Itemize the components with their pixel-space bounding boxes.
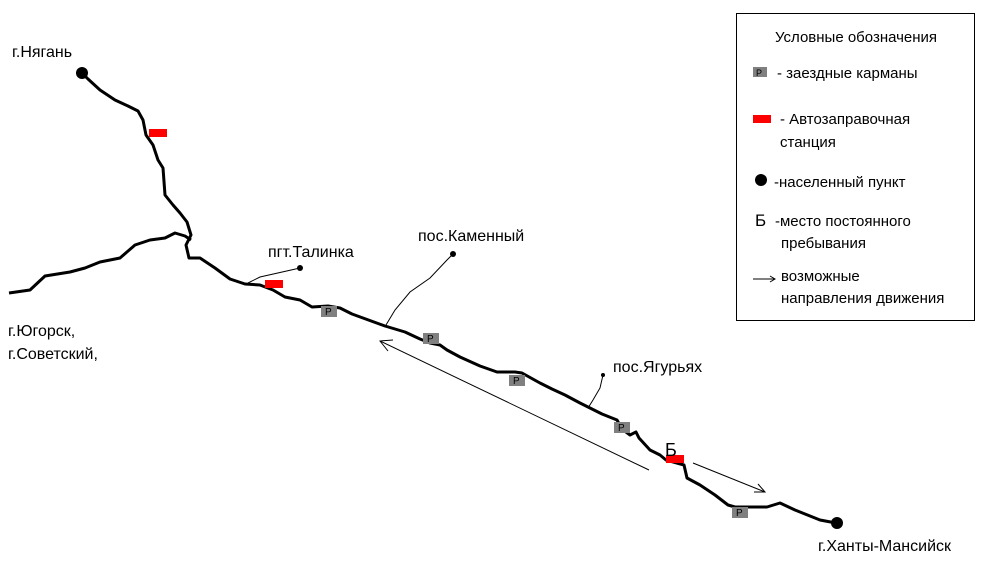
svg-text:P: P [513,376,520,387]
legend-gas-label-2: станция [780,134,836,151]
legend-parking-label: - заездные карманы [777,65,918,82]
svg-text:P: P [756,68,762,78]
legend-direction-label: возможные [781,268,860,285]
svg-text:P: P [427,334,434,345]
legend-base-label-2: пребывания [781,235,866,252]
legend-direction-label-2: направления движения [781,290,944,307]
parking-marker: P [732,507,748,519]
direction-arrow-west [379,339,650,471]
settlement-dot-yagurjakh [601,373,605,377]
base-marker: Б [665,440,677,460]
legend-arrow-icon [753,275,776,283]
direction-arrow-east [692,462,767,493]
road-to-kamenny [385,253,454,326]
gas-station-marker [666,455,684,463]
legend-base-icon: Б [755,211,766,230]
legend: Условные обозначения P - заездные карман… [736,13,975,321]
svg-text:P: P [325,307,332,318]
label-yugorsk: г.Югорск, [8,323,75,340]
road-to-yugorsk [8,231,192,295]
parking-marker: P [509,375,525,387]
legend-parking-icon [753,67,767,77]
label-yagurjakh: пос.Ягурьях [613,359,702,376]
svg-text:P: P [618,423,625,434]
legend-gas-icon [753,115,771,123]
settlement-dot-khanty [831,517,843,529]
parking-marker: P [321,306,337,318]
label-sovetsky: г.Советский, [8,346,98,363]
svg-text:P: P [736,508,743,519]
label-kamenny: пос.Каменный [418,228,524,245]
main-road [80,71,837,525]
legend-settlement-label: -населенный пункт [774,174,906,191]
road-to-yagurjakh [587,374,604,409]
legend-settlement-icon [755,174,767,186]
legend-gas-label: - Автозаправочная [780,111,910,128]
label-khanty-mansiysk: г.Ханты-Мансийск [818,538,952,555]
legend-base-label: -место постоянного [775,213,911,230]
label-nyagan: г.Нягань [12,44,72,61]
settlement-dot-nyagan [76,67,88,79]
parking-marker: P [423,333,439,345]
road-to-talinka [247,267,301,284]
settlement-dot-kamenny [450,251,456,257]
gas-station-marker [265,280,283,288]
parking-marker: P [614,422,630,434]
legend-title: Условные обозначения [775,29,937,46]
gas-station-marker [149,129,167,137]
settlement-dot-talinka [297,265,303,271]
label-talinka: пгт.Талинка [268,244,354,261]
